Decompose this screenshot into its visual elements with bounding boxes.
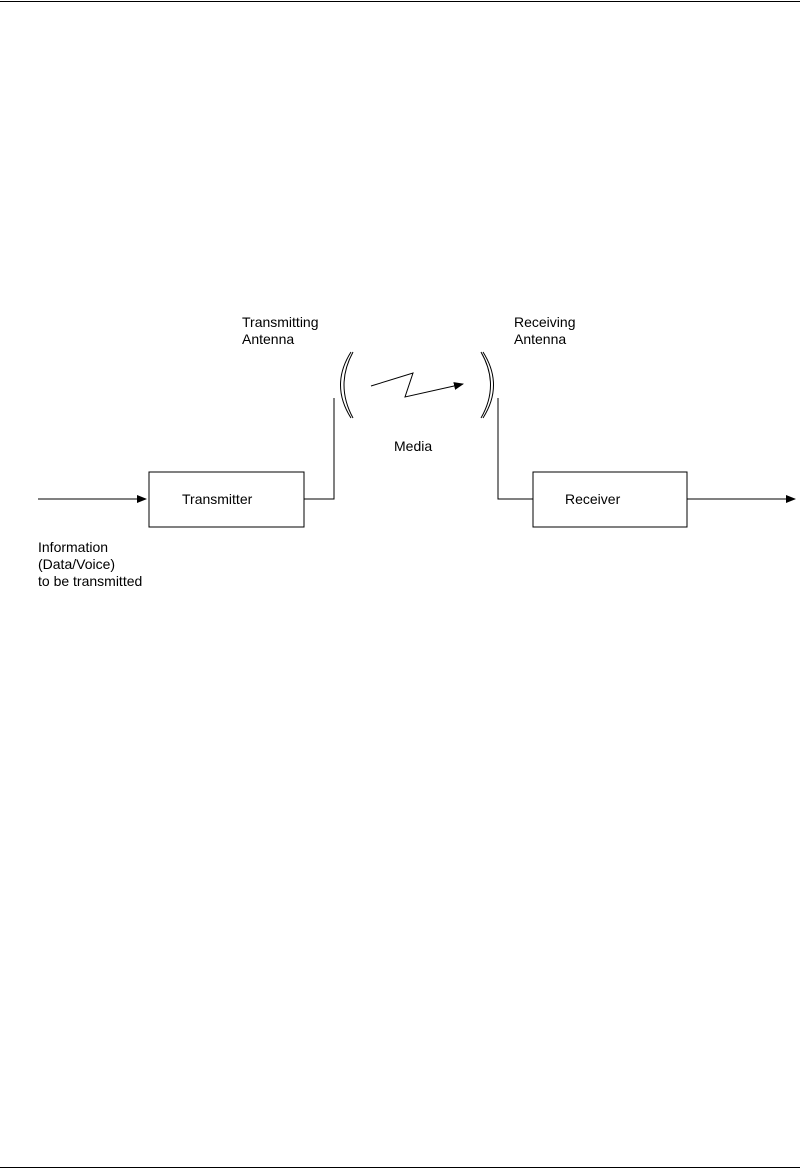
receiving-antenna-icon xyxy=(481,352,494,418)
media-label: Media xyxy=(394,438,432,454)
transmitter-antenna-feed xyxy=(304,398,334,499)
receiving-antenna-label-line1: Receiving xyxy=(514,314,575,330)
page-bottom-rule xyxy=(0,1167,800,1168)
transmitter-label: Transmitter xyxy=(182,491,253,507)
receiver-label: Receiver xyxy=(565,491,621,507)
receiving-antenna-label-line2: Antenna xyxy=(514,331,566,347)
input-label-line2: (Data/Voice) xyxy=(38,556,115,572)
receiver-antenna-feed xyxy=(498,398,533,499)
transmitting-antenna-label-line1: Transmitting xyxy=(242,314,319,330)
signal-zigzag-arrow xyxy=(371,373,463,397)
input-label-line1: Information xyxy=(38,539,108,555)
transmitting-antenna-label-line2: Antenna xyxy=(242,331,294,347)
transmitting-antenna-icon xyxy=(341,352,354,418)
input-label-line3: to be transmitted xyxy=(38,573,142,589)
